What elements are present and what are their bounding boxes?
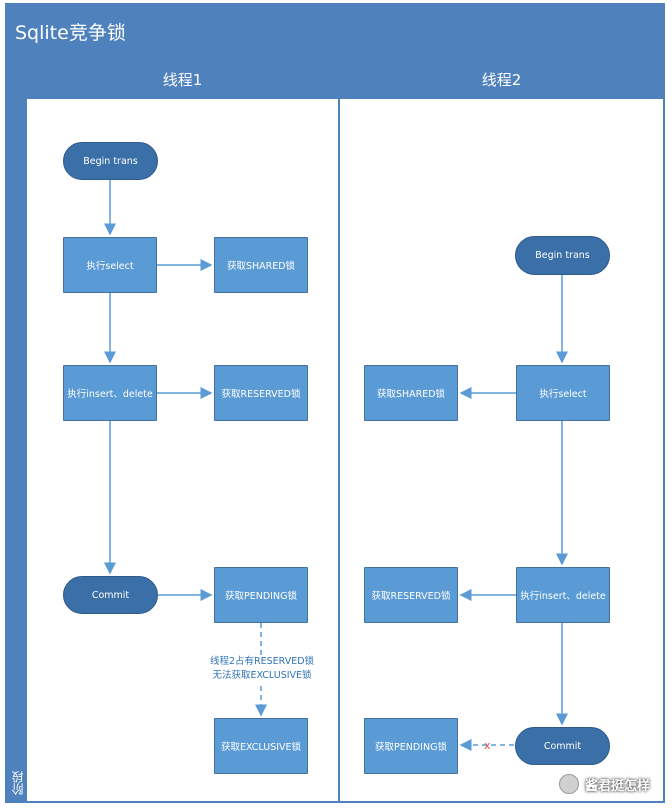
t1-acquire-shared: 获取SHARED锁 — [214, 237, 308, 293]
t2-acquire-reserved: 获取RESERVED锁 — [364, 567, 458, 623]
lane-header-thread1: 线程1 — [27, 61, 338, 99]
t1-acquire-exclusive: 获取EXCLUSIVE锁 — [214, 718, 308, 774]
blocked-note: 线程2占有RESERVED锁 无法获取EXCLUSIVE锁 — [200, 655, 324, 683]
t2-acquire-shared: 获取SHARED锁 — [364, 365, 458, 421]
watermark-text: 酱君挺怎样 — [584, 778, 650, 794]
t2-commit: Commit — [515, 727, 610, 765]
diagram-title: Sqlite竞争锁 — [7, 5, 663, 61]
stage-column: 阶段 — [7, 61, 27, 801]
t1-acquire-pending: 获取PENDING锁 — [214, 567, 308, 623]
t2-exec-insert-delete: 执行insert、delete — [516, 567, 610, 623]
t1-exec-insert-delete: 执行insert、delete — [63, 365, 157, 421]
t1-exec-select: 执行select — [63, 237, 157, 293]
wechat-icon — [558, 774, 579, 794]
watermark: 酱君挺怎样 — [558, 774, 650, 794]
t1-commit: Commit — [63, 576, 158, 614]
t2-exec-select: 执行select — [516, 365, 610, 421]
blocked-note-line1: 线程2占有RESERVED锁 — [209, 656, 315, 667]
lane-divider — [338, 61, 340, 801]
t1-begin-trans: Begin trans — [63, 142, 158, 180]
t1-acquire-reserved: 获取RESERVED锁 — [214, 365, 308, 421]
blocked-note-line2: 无法获取EXCLUSIVE锁 — [212, 670, 312, 681]
lane-header-thread2: 线程2 — [340, 61, 663, 99]
t2-acquire-pending: 获取PENDING锁 — [364, 718, 458, 774]
t2-begin-trans: Begin trans — [515, 236, 610, 275]
blocked-marker: x — [484, 739, 491, 752]
